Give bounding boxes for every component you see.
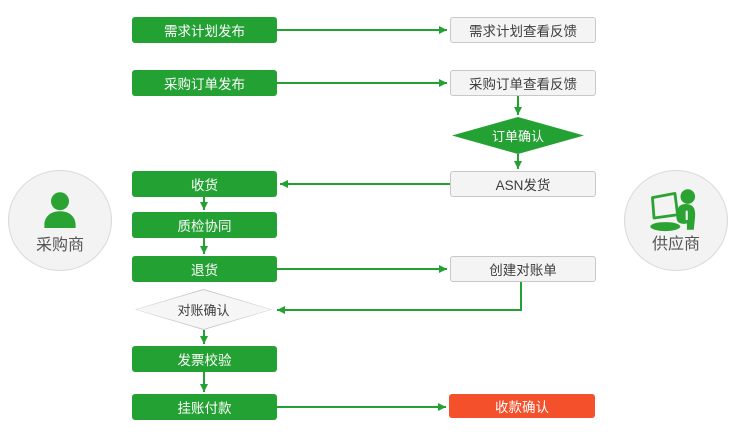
node-receive-goods: 收货 bbox=[132, 171, 277, 197]
node-return-goods: 退货 bbox=[132, 256, 277, 282]
node-quality-collab: 质检协同 bbox=[132, 212, 277, 238]
supplier-person-laptop-icon bbox=[648, 188, 704, 233]
actor-supplier: 供应商 bbox=[624, 170, 728, 271]
node-create-statement: 创建对账单 bbox=[450, 256, 596, 282]
node-pay-on-account: 挂账付款 bbox=[132, 394, 277, 420]
supplier-label: 供应商 bbox=[651, 236, 700, 253]
node-demand-plan-publish: 需求计划发布 bbox=[132, 17, 277, 43]
node-po-feedback: 采购订单查看反馈 bbox=[450, 70, 596, 96]
actor-buyer: 采购商 bbox=[8, 170, 112, 271]
buyer-person-icon bbox=[36, 188, 84, 234]
node-invoice-check: 发票校验 bbox=[132, 346, 277, 372]
node-asn-ship: ASN发货 bbox=[450, 171, 596, 197]
node-receipt-confirm: 收款确认 bbox=[449, 394, 595, 418]
node-demand-plan-feedback: 需求计划查看反馈 bbox=[450, 17, 596, 43]
buyer-label: 采购商 bbox=[35, 236, 84, 254]
arrow-statement-to-recon-confirm bbox=[277, 282, 522, 314]
node-po-publish: 采购订单发布 bbox=[132, 70, 277, 96]
